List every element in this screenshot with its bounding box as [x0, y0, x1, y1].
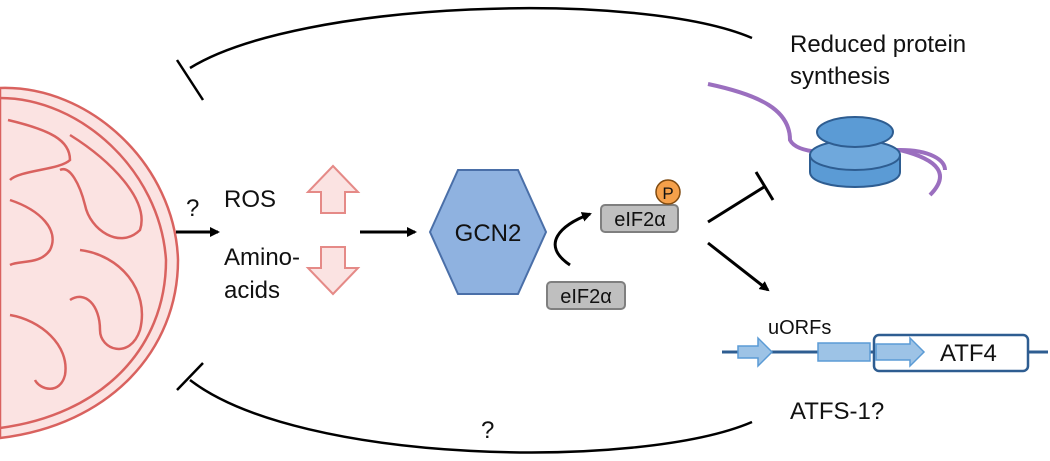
atf4-label: ATF4	[940, 340, 997, 367]
amino-acids-label-line1: Amino-	[224, 244, 300, 271]
question-mark-bottom: ?	[481, 417, 494, 444]
phosphorylation-arrow	[553, 212, 592, 267]
atf4-orf-arrow	[875, 336, 926, 368]
gcn2-label: GCN2	[455, 220, 522, 247]
up-arrow-icon	[305, 164, 361, 214]
uorf-box-2	[817, 342, 871, 362]
atfs1-label: ATFS-1?	[790, 398, 884, 425]
down-arrow-icon	[305, 246, 361, 296]
reduced-protein-label-line2: synthesis	[790, 63, 890, 90]
inhibition-bar-bottom	[176, 362, 204, 391]
eif2a-phos-label: eIF2α	[614, 209, 666, 231]
amino-acids-label-line2: acids	[224, 277, 280, 304]
mitochondrion	[0, 86, 180, 440]
uorfs-label: uORFs	[768, 317, 831, 339]
inhibition-bar-top	[175, 59, 205, 101]
eif2a-phos-box	[600, 204, 679, 233]
reduced-protein-label-line1: Reduced protein	[790, 31, 966, 58]
feedback-arc-top	[189, 6, 753, 70]
inhibit-translation-line	[707, 185, 765, 224]
eif2a-label: eIF2α	[560, 286, 612, 308]
eif2a-box	[546, 281, 626, 310]
phosphate-label: P	[662, 184, 673, 203]
uorf-arrow-1	[737, 336, 774, 368]
feedback-arc-bottom	[189, 379, 753, 454]
ros-label: ROS	[224, 186, 276, 213]
to-atf4-arrow	[707, 241, 770, 292]
gcn2-node	[428, 169, 548, 295]
question-mark-left: ?	[186, 195, 199, 222]
ribosome	[809, 116, 901, 188]
inhibit-translation-bar	[754, 171, 775, 201]
phosphate-badge	[655, 179, 681, 205]
